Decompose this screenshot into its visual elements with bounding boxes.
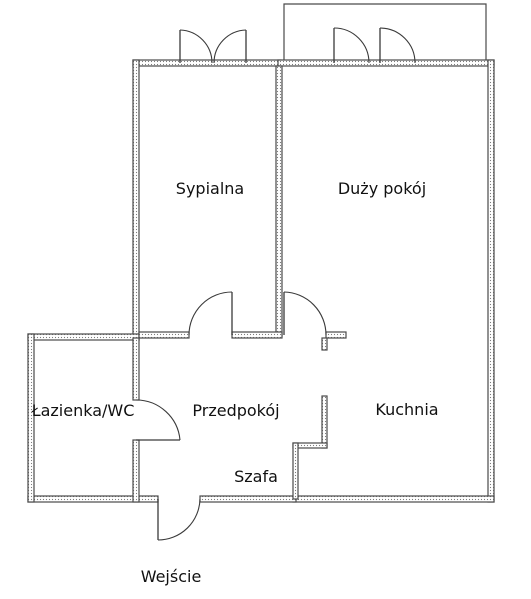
interior-walls <box>132 65 347 503</box>
balcony-door-right <box>379 27 416 64</box>
room-label-sypialna: Sypialna <box>176 179 244 198</box>
room-label-przedpokoj: Przedpokój <box>192 401 279 420</box>
room-label-szafa: Szafa <box>234 467 278 486</box>
duzy-pokoj-door <box>283 291 327 336</box>
balcony-door-left <box>333 27 370 64</box>
sypialna-top-door <box>179 29 247 64</box>
exterior-walls <box>27 59 495 503</box>
room-label-kuchnia: Kuchnia <box>375 400 438 419</box>
room-label-duzy-pokoj: Duży pokój <box>338 179 426 198</box>
room-label-lazienka: Łazienka/WC <box>31 401 135 420</box>
bathroom-door <box>135 399 181 441</box>
entrance-label: Wejście <box>141 567 202 586</box>
sypialna-door <box>188 291 233 336</box>
balcony <box>283 3 487 60</box>
entrance-door <box>157 498 201 541</box>
